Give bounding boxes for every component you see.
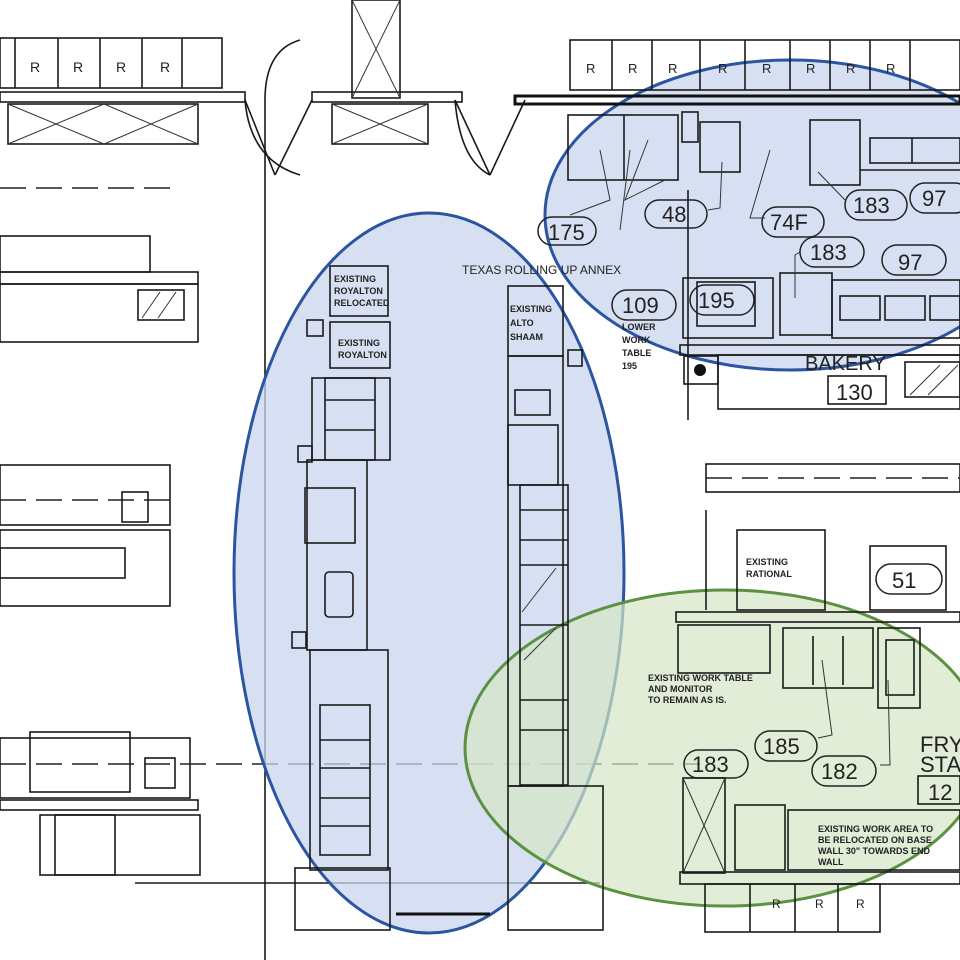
annex-label: TEXAS ROLLING UP ANNEX — [462, 263, 621, 277]
refrigerator-mark: R — [628, 61, 637, 76]
tag-182: 182 — [821, 759, 858, 784]
svg-text:195: 195 — [622, 361, 637, 371]
refrigerator-mark: R — [30, 59, 40, 75]
refrigerator-row-left: R R R R — [0, 37, 246, 145]
refrigerator-mark: R — [762, 61, 771, 76]
note-existing-royalton-relocated: EXISTING — [334, 274, 376, 284]
tag-183: 183 — [810, 240, 847, 265]
tag-51: 51 — [892, 568, 916, 593]
refrigerator-mark: R — [718, 61, 727, 76]
refrigerator-mark: R — [73, 59, 83, 75]
svg-text:ROYALTON: ROYALTON — [338, 350, 387, 360]
refrigerator-mark: R — [886, 61, 895, 76]
tag-185: 185 — [763, 734, 800, 759]
note-existing-alto-shaam: EXISTING — [510, 304, 552, 314]
tag-109: 109 — [622, 293, 659, 318]
note-existing-rational: EXISTING — [746, 557, 788, 567]
refrigerator-mark: R — [846, 61, 855, 76]
tag-195: 195 — [698, 288, 735, 313]
svg-text:WALL: WALL — [818, 857, 844, 867]
tag-183: 183 — [692, 752, 729, 777]
tag-130: 130 — [836, 380, 873, 405]
tag-97: 97 — [898, 250, 922, 275]
svg-text:BE RELOCATED ON BASE: BE RELOCATED ON BASE — [818, 835, 932, 845]
refrigerator-row-right: R R R R R R R R — [513, 39, 960, 106]
tag-183: 183 — [853, 193, 890, 218]
refrigerator-mark: R — [806, 61, 815, 76]
refrigerator-mark: R — [815, 897, 824, 911]
refrigerator-mark: R — [160, 59, 170, 75]
fry-station-label: FRY — [920, 732, 960, 757]
equipment-tags-top: 175 48 74F 183 97 183 97 109 195 — [537, 182, 960, 321]
svg-text:AND MONITOR: AND MONITOR — [648, 684, 713, 694]
highlight-ellipse-green — [463, 588, 960, 908]
note-work-area-relocated: EXISTING WORK AREA TO — [818, 824, 933, 834]
door-swings — [0, 0, 526, 960]
svg-text:RELOCATED: RELOCATED — [334, 298, 390, 308]
tag-175: 175 — [548, 220, 585, 245]
tag-12: 12 — [928, 780, 952, 805]
refrigerator-mark: R — [586, 61, 595, 76]
bakery-label: BAKERY — [805, 353, 886, 375]
tag-97: 97 — [922, 186, 946, 211]
highlight-ellipse-top-right — [543, 58, 960, 372]
svg-text:SHAAM: SHAAM — [510, 332, 543, 342]
tag-48: 48 — [662, 202, 686, 227]
note-work-table-monitor: EXISTING WORK TABLE — [648, 673, 753, 683]
svg-text:WORK: WORK — [622, 335, 651, 345]
refrigerator-mark: R — [772, 897, 781, 911]
note-lower-work-table: LOWER — [622, 322, 656, 332]
svg-text:ALTO: ALTO — [510, 318, 534, 328]
lower-right-equipment: EXISTING RATIONAL 51 EXISTING WORK TABLE… — [648, 463, 960, 933]
center-equipment: EXISTING ROYALTON RELOCATED EXISTING ROY… — [291, 263, 621, 931]
svg-text:TABLE: TABLE — [622, 348, 651, 358]
tag-74f: 74F — [770, 210, 808, 235]
svg-text:TO REMAIN AS IS.: TO REMAIN AS IS. — [648, 695, 727, 705]
top-right-equipment: BAKERY 130 LOWER WORK TABLE 195 — [567, 111, 960, 420]
svg-text:ROYALTON: ROYALTON — [334, 286, 383, 296]
refrigerator-mark: R — [668, 61, 677, 76]
refrigerator-mark: R — [856, 897, 865, 911]
note-existing-royalton: EXISTING — [338, 338, 380, 348]
svg-text:STA: STA — [920, 752, 960, 777]
svg-text:WALL 30" TOWARDS END: WALL 30" TOWARDS END — [818, 846, 930, 856]
refrigerator-mark: R — [116, 59, 126, 75]
svg-text:RATIONAL: RATIONAL — [746, 569, 792, 579]
